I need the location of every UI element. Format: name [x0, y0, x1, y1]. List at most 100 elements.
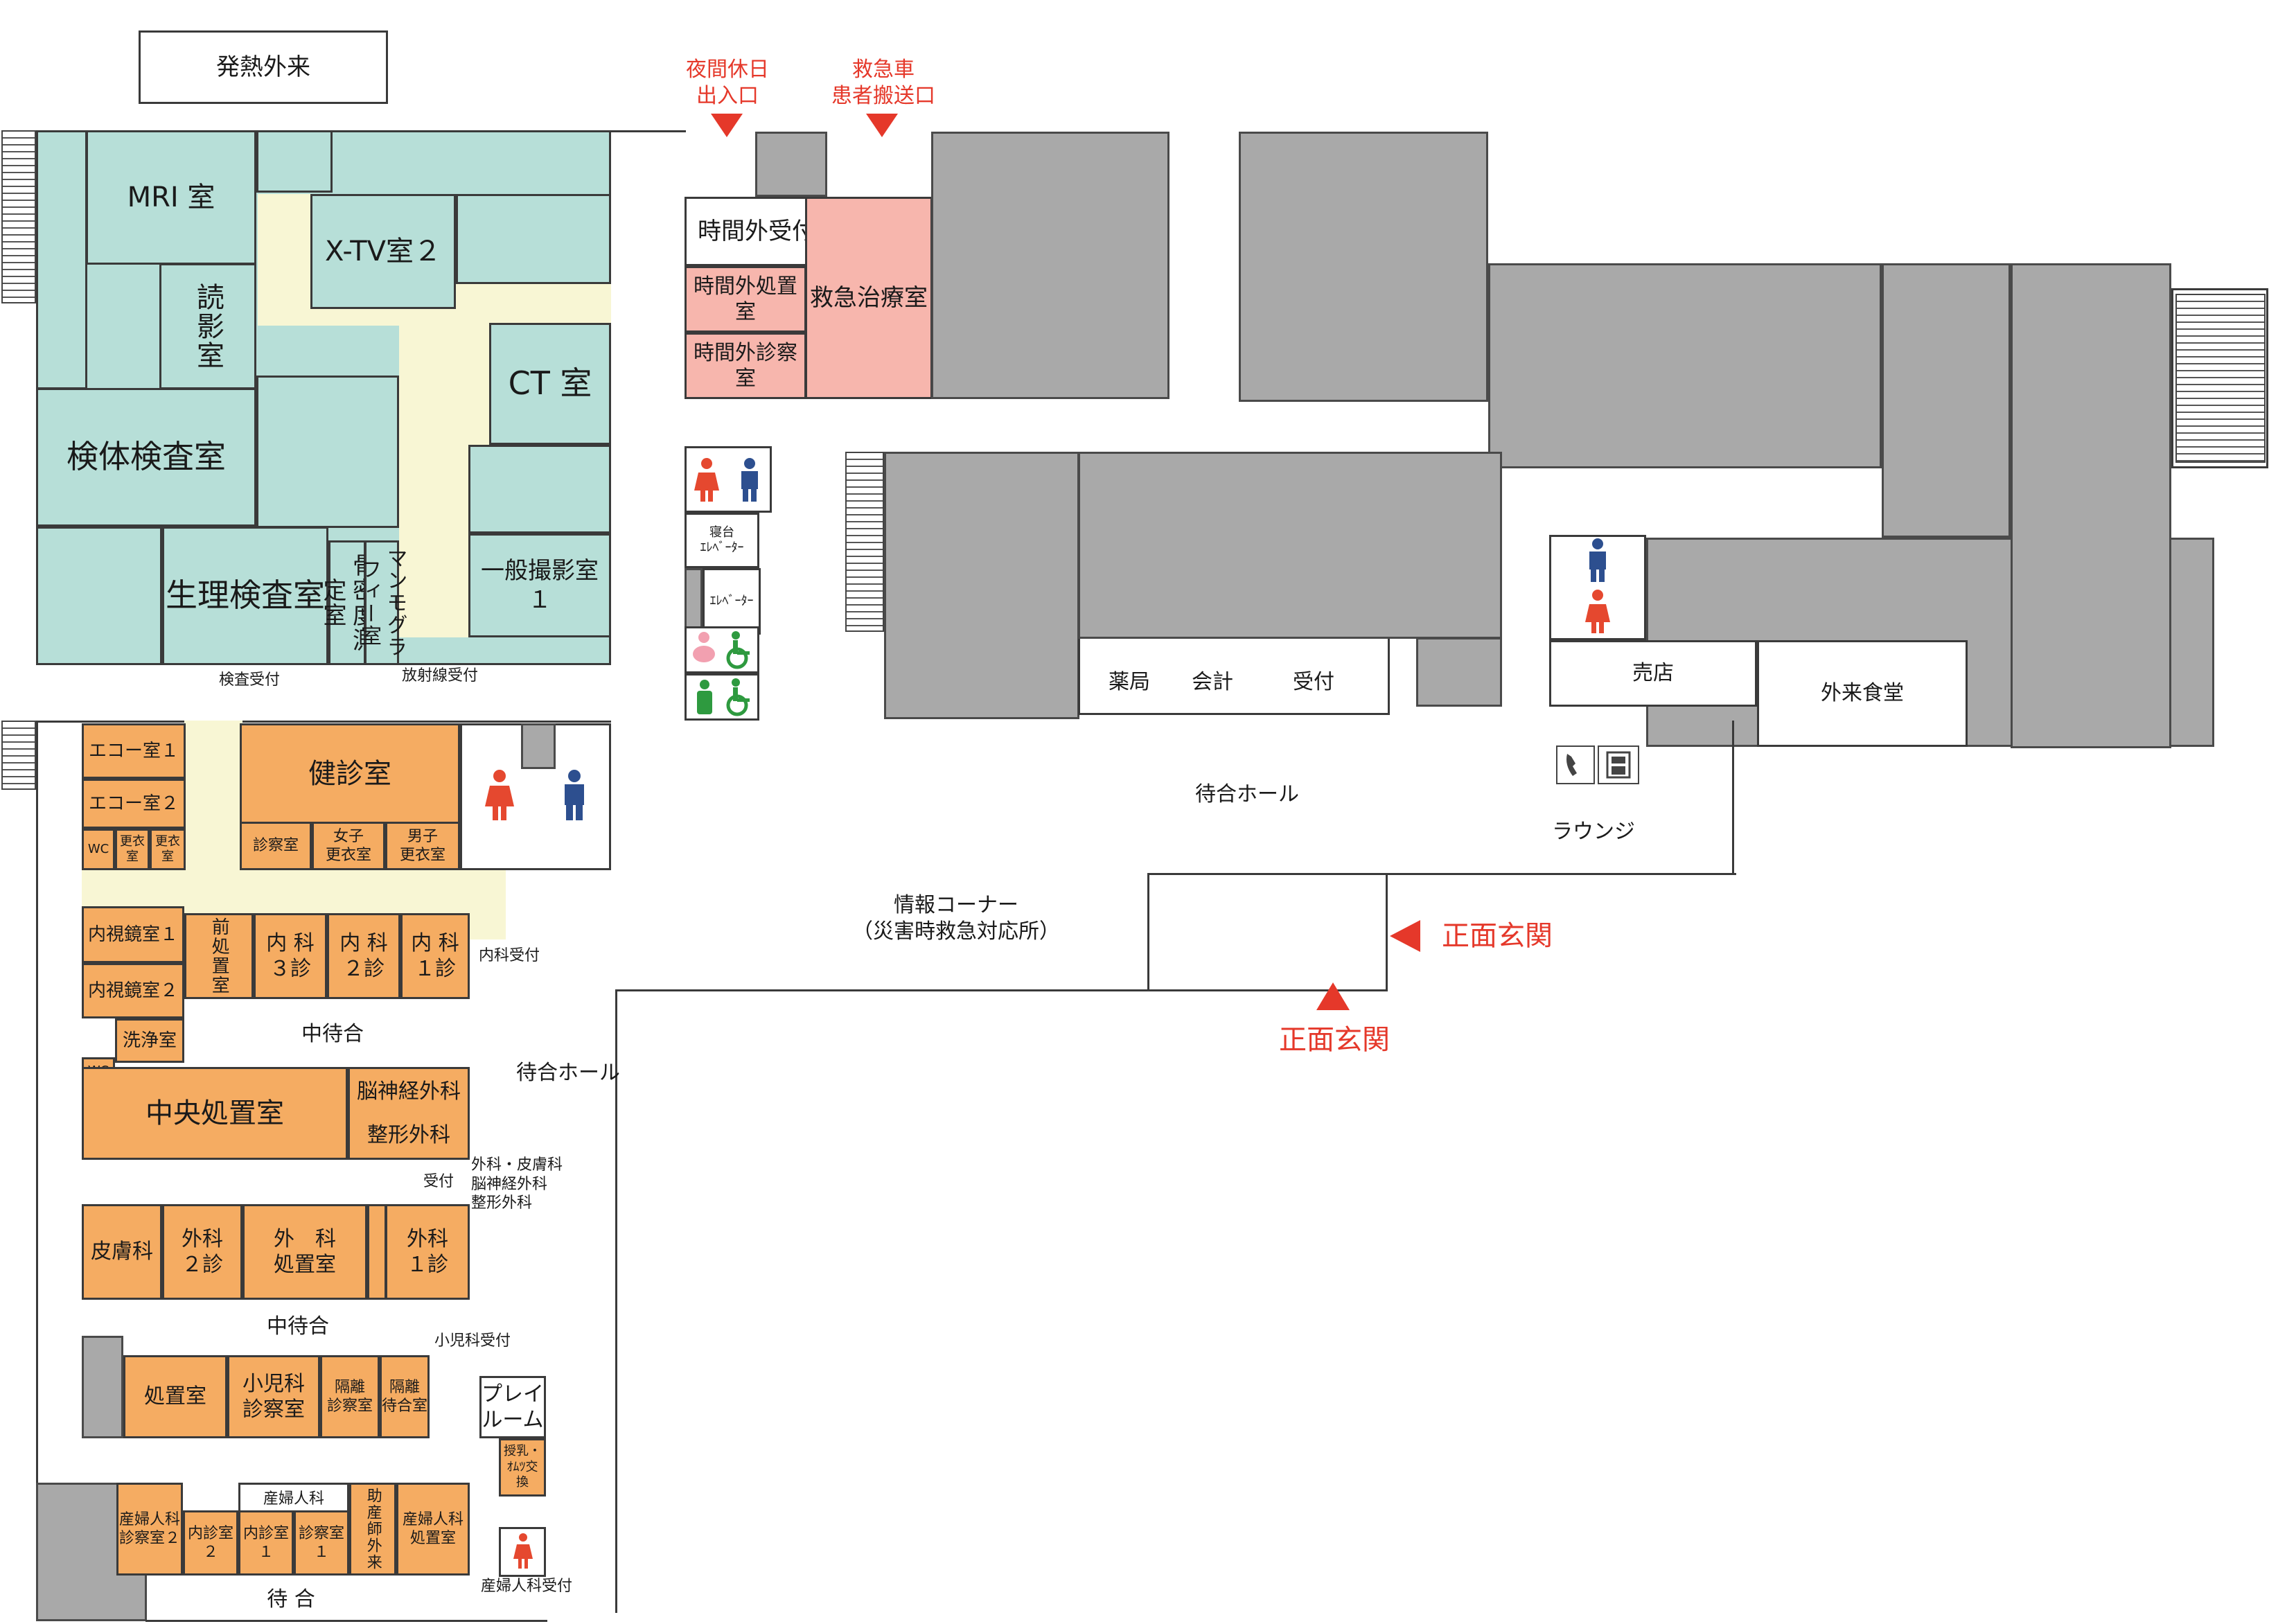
entrance-wall-left: [1147, 873, 1149, 991]
ct-room[interactable]: CT 室: [489, 323, 611, 445]
night-holiday-entrance-label: 夜間休日 出入口: [686, 58, 769, 108]
internal-medicine-1[interactable]: 内 科 １診: [400, 913, 470, 999]
after-hours-reception[interactable]: 時間外受付: [685, 197, 829, 266]
after-hours-exam-room[interactable]: 時間外診察室: [685, 333, 806, 399]
entrance-wall-right: [1386, 873, 1388, 991]
changing-room-b[interactable]: 更衣室: [150, 829, 186, 870]
midwife-outpatient[interactable]: 助産師外来: [349, 1483, 396, 1576]
elevator[interactable]: ｴﾚﾍﾞｰﾀｰ: [703, 568, 761, 635]
right-stairs[interactable]: [2175, 294, 2266, 463]
cafeteria[interactable]: 外来食堂: [1757, 640, 1968, 747]
restroom-shaft: [521, 723, 556, 769]
physio-left: [36, 527, 162, 665]
internal-medicine-2[interactable]: 内 科 ２診: [327, 913, 400, 999]
surgery-treatment-room[interactable]: 外 科 処置室: [242, 1204, 367, 1300]
xtv2-room[interactable]: X-TV室２: [310, 194, 456, 309]
telephone-icon[interactable]: [1556, 745, 1595, 784]
pediatric-reception-label[interactable]: 小児科受付: [434, 1332, 511, 1350]
fever-outpatient-label: 発熱外来: [139, 30, 388, 104]
surgery-exam-2[interactable]: 外科 ２診: [162, 1204, 242, 1300]
physiology-lab[interactable]: 生理検査室: [162, 527, 328, 665]
male-restroom-icon: [736, 457, 763, 503]
pediatric-exam-room[interactable]: 小児科 診察室: [227, 1355, 320, 1438]
washing-room[interactable]: 洗浄室: [115, 1018, 184, 1063]
atm-icon[interactable]: [1598, 745, 1639, 784]
ambulance-entrance-label: 救急車 患者搬送口: [831, 58, 935, 108]
radiology-reception[interactable]: 放射線受付: [401, 667, 478, 685]
outpatient-wall-left: [36, 721, 38, 1483]
exam-room[interactable]: 診察室: [240, 822, 312, 870]
lounge-label: ラウンジ: [1552, 820, 1635, 844]
treatment-room[interactable]: 処置室: [123, 1355, 227, 1438]
echo-room-1[interactable]: エコー室１: [82, 723, 186, 779]
shop[interactable]: 売店: [1549, 640, 1757, 707]
bed-elevator[interactable]: 寝台 ｴﾚﾍﾞｰﾀｰ: [685, 513, 759, 568]
obgyn-header-box: [238, 1483, 349, 1510]
pharmacy-label[interactable]: 薬局: [1109, 670, 1150, 694]
elevator-shaft: [685, 568, 703, 635]
female-changing-room[interactable]: 女子 更衣室: [312, 822, 385, 870]
male-changing-room[interactable]: 男子 更衣室: [385, 822, 460, 870]
playroom[interactable]: プレイ ルーム: [479, 1376, 546, 1438]
outpatient-wall-top: [36, 721, 611, 723]
baby-care-icon: [690, 630, 718, 669]
surgery-exam-1[interactable]: 外科 １診: [385, 1204, 470, 1300]
reading-room[interactable]: 読影室: [159, 263, 256, 389]
central-stairs[interactable]: [845, 452, 884, 632]
left-stairs-top[interactable]: [1, 130, 36, 303]
specimen-lab[interactable]: 検体検査室: [36, 388, 256, 527]
health-check-room[interactable]: 健診室: [240, 723, 460, 824]
wc-1[interactable]: WC: [82, 829, 115, 870]
ward-block-c: [1488, 263, 1882, 468]
entrance-arrow-icon: [865, 111, 899, 139]
inner-waiting-2: 中待合: [267, 1314, 329, 1339]
waiting-hall-left-label: 待合ホール: [516, 1061, 620, 1085]
obgyn-header-label: 産婦人科: [263, 1490, 324, 1508]
wheelchair-icon: [723, 678, 754, 716]
changing-room-a[interactable]: 更衣室: [115, 829, 150, 870]
outpatient-corridor-a: [184, 721, 242, 870]
obgyn-treatment-room[interactable]: 産婦人科 処置室: [396, 1483, 470, 1576]
endoscopy-room-1[interactable]: 内視鏡室１: [82, 906, 184, 963]
female-restroom-icon: [693, 457, 721, 503]
female-restroom-icon: [513, 1533, 533, 1570]
entrance-arrow-icon: [1388, 919, 1422, 953]
pre-treatment-room[interactable]: 前処置室: [184, 913, 254, 999]
male-restroom-icon: [691, 679, 718, 716]
general-xray-room[interactable]: 一般撮影室１: [468, 533, 611, 637]
echo-room-2[interactable]: エコー室２: [82, 779, 186, 829]
inner-exam-2[interactable]: 内診室２: [183, 1510, 238, 1576]
outer-wall-top: [333, 130, 686, 132]
entrance-wall-bottom: [615, 989, 1388, 991]
specimen-sub: [256, 376, 399, 528]
obgyn-reception-label[interactable]: 産婦人科受付: [480, 1578, 572, 1595]
orthopedics-room[interactable]: 整形外科: [348, 1113, 470, 1160]
obgyn-exam-1[interactable]: 診察室１: [294, 1510, 349, 1576]
internal-reception-label[interactable]: 内科受付: [478, 947, 540, 964]
reception-label[interactable]: 受付: [1293, 670, 1334, 694]
lounge-wall: [1732, 721, 1734, 874]
exam-reception[interactable]: 検査受付: [218, 671, 280, 689]
nursing-room[interactable]: 授乳・ ｵﾑﾂ交換: [499, 1438, 546, 1497]
left-stairs-mid[interactable]: [1, 721, 36, 790]
mammography-room[interactable]: マンモグラフィー室: [357, 540, 407, 665]
surgery-reception-label[interactable]: 受付: [423, 1173, 454, 1190]
inner-exam-1[interactable]: 内診室１: [238, 1510, 294, 1576]
neurosurgery-room[interactable]: 脳神経外科: [348, 1067, 470, 1114]
obgyn-exam-2[interactable]: 産婦人科 診察室２: [116, 1483, 183, 1576]
endoscopy-room-2[interactable]: 内視鏡室２: [82, 963, 184, 1018]
isolation-waiting-room[interactable]: 隔離 待合室: [380, 1355, 430, 1438]
emergency-treatment-room[interactable]: 救急治療室: [805, 197, 933, 399]
central-ward-b: [1078, 452, 1502, 639]
central-ward-a: [884, 452, 1079, 719]
mri-room[interactable]: MRI 室: [86, 130, 256, 265]
after-hours-treatment-room[interactable]: 時間外処置室: [685, 266, 806, 333]
ward-block-d: [1882, 263, 2011, 538]
isolation-exam-room[interactable]: 隔離 診察室: [320, 1355, 380, 1438]
central-treatment-room[interactable]: 中央処置室: [82, 1067, 348, 1160]
dermatology-room[interactable]: 皮膚科: [82, 1204, 162, 1300]
cashier-label[interactable]: 会計: [1192, 670, 1233, 694]
internal-medicine-3[interactable]: 内 科 ３診: [254, 913, 327, 999]
female-restroom-icon: [1584, 589, 1612, 635]
